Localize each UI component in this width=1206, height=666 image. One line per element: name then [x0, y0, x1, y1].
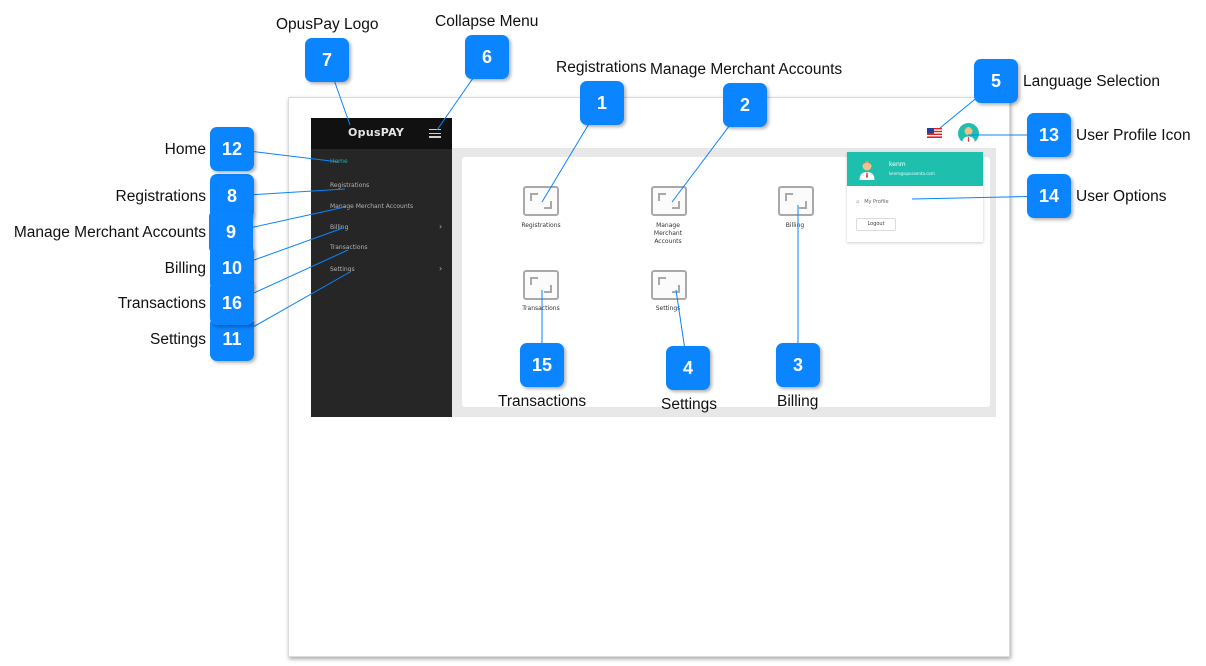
registrations-tile-label[interactable]: Registrations	[521, 222, 561, 229]
user-email: kenm@opusxenta.com	[889, 171, 935, 176]
callout-11-label: Settings	[149, 331, 206, 348]
callout-12-badge: 12	[210, 127, 254, 171]
callout-8-label: Registrations	[115, 188, 206, 205]
callout-2-badge: 2	[723, 83, 767, 127]
callout-6-badge: 6	[465, 35, 509, 79]
sidebar-item-settings[interactable]: Settings	[330, 266, 355, 273]
my-profile-label: My Profile	[864, 199, 889, 205]
hamburger-icon[interactable]	[429, 129, 441, 138]
callout-15-badge: 15	[520, 343, 564, 387]
tile-label-line: Accounts	[654, 238, 682, 245]
callout-1-label: Registrations	[556, 59, 647, 76]
callout-4-badge: 4	[666, 346, 710, 390]
callout-14-badge: 14	[1027, 174, 1071, 218]
user-options-dropdown: kenm kenm@opusxenta.com ⌂ My Profile Logo…	[847, 152, 983, 242]
callout-5-badge: 5	[974, 59, 1018, 103]
tile-label-line: Manage	[656, 222, 680, 229]
transactions-tile-icon[interactable]	[523, 270, 559, 300]
sidebar-item-transactions[interactable]: Transactions	[330, 244, 368, 251]
callout-3-badge: 3	[776, 343, 820, 387]
callout-7-label: OpusPay Logo	[276, 16, 379, 33]
user-profile-avatar[interactable]	[958, 123, 979, 144]
sidebar-item-billing[interactable]: Billing	[330, 224, 349, 231]
transactions-tile-label[interactable]: Transactions	[522, 305, 560, 312]
tile-label-line: Merchant	[653, 230, 683, 237]
user-name: kenm	[889, 161, 906, 168]
callout-2-label: Manage Merchant Accounts	[650, 61, 843, 78]
callout-10-label: Billing	[164, 260, 206, 277]
sidebar-item-home[interactable]: Home	[330, 158, 348, 165]
us-flag-icon[interactable]	[927, 128, 942, 138]
user-options-header: kenm kenm@opusxenta.com	[847, 152, 983, 186]
callout-14-label: User Options	[1076, 188, 1167, 205]
opuspay-logo[interactable]: OpusPAY	[348, 126, 405, 139]
callout-4-label: Settings	[661, 396, 718, 413]
sidebar-item-manage-merchant-accounts[interactable]: Manage Merchant Accounts	[330, 203, 414, 210]
callout-16-badge: 16	[210, 281, 254, 325]
avatar-icon	[962, 127, 975, 144]
billing-tile-icon[interactable]	[778, 186, 814, 216]
avatar-icon	[859, 161, 875, 180]
chevron-right-icon: ›	[439, 222, 443, 231]
registrations-tile-icon[interactable]	[523, 186, 559, 216]
sidebar: OpusPAY Home Registrations Manage Mercha…	[311, 118, 452, 417]
callout-1-badge: 1	[580, 81, 624, 125]
callout-12-label: Home	[164, 141, 206, 158]
sidebar-item-registrations[interactable]: Registrations	[330, 182, 370, 189]
settings-tile-label[interactable]: Settings	[655, 305, 681, 312]
callout-15-label: Transactions	[498, 393, 587, 410]
callout-3-label: Billing	[777, 393, 819, 410]
logout-button[interactable]: Logout	[856, 218, 896, 231]
chevron-right-icon: ›	[439, 264, 443, 273]
my-profile-link[interactable]: ⌂ My Profile	[856, 199, 889, 205]
callout-16-label: Transactions	[117, 295, 206, 312]
callout-5-label: Language Selection	[1023, 73, 1161, 90]
callout-6-label: Collapse Menu	[435, 13, 539, 30]
manage-merchant-accounts-tile-label[interactable]: Manage Merchant Accounts	[638, 222, 698, 246]
callout-13-badge: 13	[1027, 113, 1071, 157]
callout-13-label: User Profile Icon	[1076, 127, 1191, 144]
billing-tile-label[interactable]: Billing	[785, 222, 805, 229]
callout-7-badge: 7	[305, 38, 349, 82]
settings-tile-icon[interactable]	[651, 270, 687, 300]
manage-merchant-accounts-tile-icon[interactable]	[651, 186, 687, 216]
callout-9-label: Manage Merchant Accounts	[13, 224, 206, 241]
home-icon: ⌂	[856, 199, 860, 205]
